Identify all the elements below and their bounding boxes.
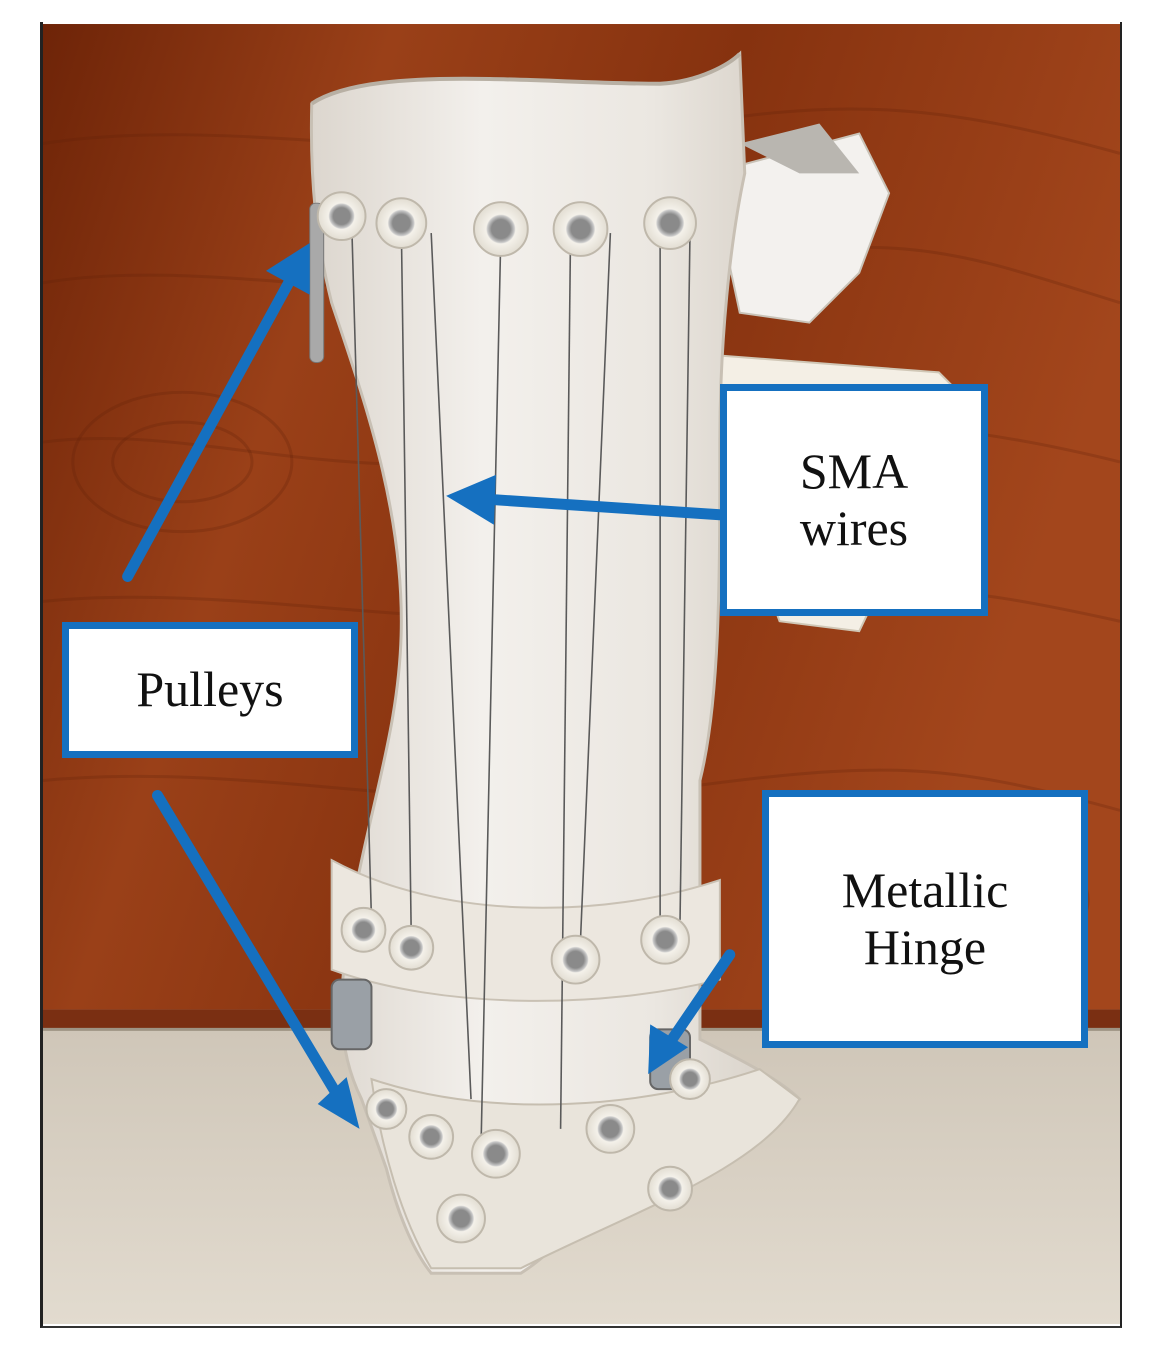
metallic-hinge-label-line1: Metallic (841, 861, 1009, 918)
pulley (643, 196, 697, 250)
pulley (375, 197, 428, 249)
pulley (552, 201, 609, 257)
pulley (408, 1113, 455, 1160)
metallic-hinge-label-line2: Hinge (863, 919, 987, 975)
pulley (365, 1088, 408, 1130)
pulley (388, 924, 435, 971)
pulleys-label-text: Pulleys (136, 661, 284, 718)
pulley (585, 1104, 636, 1154)
pulley (647, 1165, 693, 1212)
pulley (436, 1193, 486, 1244)
pulley (550, 934, 601, 985)
velcro-strap (708, 132, 891, 324)
sma-wires-label-line1: SMA (799, 442, 909, 499)
arrow-icon (122, 243, 736, 1129)
pulley (640, 914, 690, 965)
pulley (669, 1058, 711, 1101)
pulley (316, 191, 367, 242)
ankle-band (330, 858, 721, 1002)
pulley (471, 1128, 521, 1179)
metallic-hinge-label: Metallic Hinge (762, 790, 1088, 1048)
sma-wires-label: SMA wires (720, 384, 988, 616)
pulleys-label: Pulleys (62, 622, 358, 758)
pulley (473, 201, 529, 257)
pulley (340, 906, 387, 953)
sma-wires-label-line2: wires (799, 500, 909, 556)
pulleys-group (316, 191, 711, 1244)
